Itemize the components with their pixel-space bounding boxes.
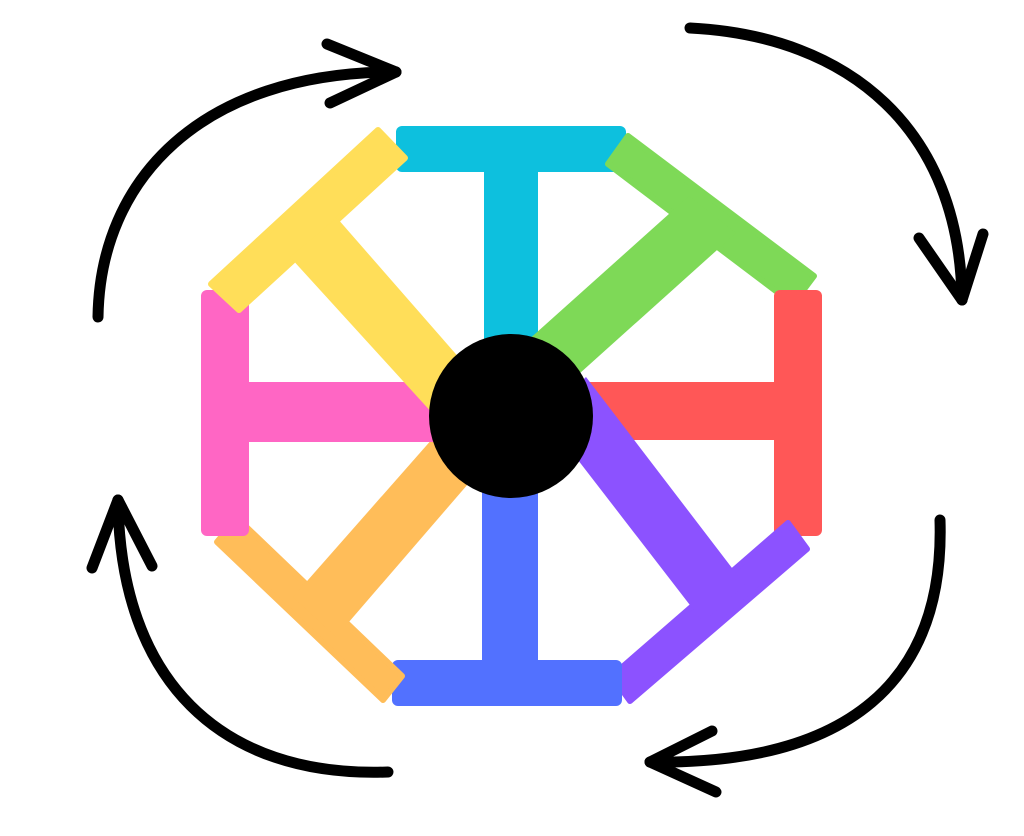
spoke-top-crossbar [396,126,626,172]
arrow-bottom-left-shaft [112,494,394,778]
arrow-bottom-right-shaft [644,514,946,768]
spoke-left-crossbar [201,290,249,536]
arrow-top-left-shaft [92,66,402,323]
spoke-bottom-right [544,377,810,704]
arrow-top-left-head [321,38,402,109]
arrow-top-right-head [913,228,989,306]
curved-arrow-icon [86,494,394,778]
center-hub [429,334,593,498]
spoke-bottom-crossbar [392,660,622,706]
curved-arrow-icon [92,38,402,323]
arrow-top-right-shaft [684,22,968,306]
spoke-top-left-crossbar [208,127,408,313]
curved-arrow-icon [684,22,989,306]
arrow-bottom-right-head [644,725,722,798]
spoke-bottom-right-stem [544,377,745,622]
spoke-right-crossbar [774,290,822,536]
arrow-bottom-left-head [86,494,158,574]
rotation-arrows [86,22,989,798]
curved-arrow-icon [644,514,946,798]
